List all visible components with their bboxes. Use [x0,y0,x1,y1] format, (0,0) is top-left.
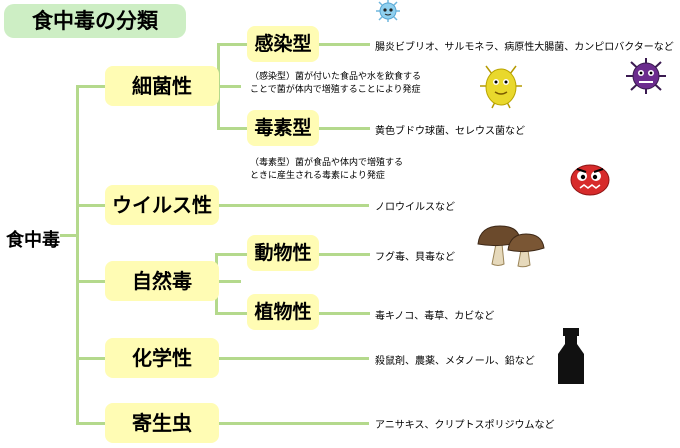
natural-sub1-line [215,253,247,256]
blue-germ-icon [376,0,400,22]
chemical-line [219,357,369,360]
branch-viral [76,204,106,207]
branch-bacterial [76,85,106,88]
yellow-germ-icon [480,65,522,109]
plant-line [318,312,370,315]
category-bacterial: 細菌性 [105,66,219,106]
root-label: 食中毒 [6,230,60,251]
animal-line [318,253,370,256]
red-germ-icon [570,164,610,196]
infection-note-line2: ことで菌が体内で増殖することにより発症 [250,85,421,95]
natural-out-line [219,280,241,283]
infection-note-line1: （感染型）菌が付いた食品や水を飲食する [250,72,422,82]
trunk-line [76,86,79,424]
subtype-animal: 動物性 [247,235,319,271]
viral-line [219,204,369,207]
natural-sub2-line [215,312,247,315]
bacterial-sub2-line [217,127,247,130]
toxin-examples: 黄色ブドウ球菌、セレウス菌など [375,126,525,137]
subtype-infection: 感染型 [247,26,319,62]
purple-germ-icon [626,58,666,94]
bacterial-sub1-line [217,43,247,46]
subtype-plant: 植物性 [247,294,319,330]
mushroom-icon [477,225,545,268]
plant-examples: 毒キノコ、毒草、カビなど [375,311,495,322]
root-connector [60,234,78,237]
parasite-line [219,422,369,425]
category-natural: 自然毒 [105,261,219,301]
toxin-note-line2: ときに産生される毒素により発症 [250,171,385,181]
chemical-examples: 殺鼠剤、農薬、メタノール、鉛など [375,356,535,367]
page-title: 食中毒の分類 [4,4,186,38]
bottle-icon [558,328,584,384]
category-viral: ウイルス性 [105,185,219,225]
infection-line [318,43,370,46]
branch-natural [76,280,106,283]
toxin-line [318,127,370,130]
toxin-note-line1: （毒素型）菌が食品や体内で増殖する [250,158,404,168]
viral-examples: ノロウイルスなど [375,202,455,213]
category-parasite: 寄生虫 [105,403,219,443]
infection-examples: 腸炎ビブリオ、サルモネラ、病原性大腸菌、カンピロバクターなど [375,42,674,53]
parasite-examples: アニサキス、クリプトスポリジウムなど [375,420,555,431]
branch-chemical [76,357,106,360]
branch-parasite [76,422,106,425]
bacterial-out-line [219,85,241,88]
category-chemical: 化学性 [105,338,219,378]
subtype-toxin: 毒素型 [247,110,319,146]
animal-examples: フグ毒、貝毒など [375,252,455,263]
infection-note: （感染型）菌が付いた食品や水を飲食する ことで菌が体内で増殖することにより発症 [250,71,421,97]
toxin-note: （毒素型）菌が食品や体内で増殖する ときに産生される毒素により発症 [250,157,403,183]
